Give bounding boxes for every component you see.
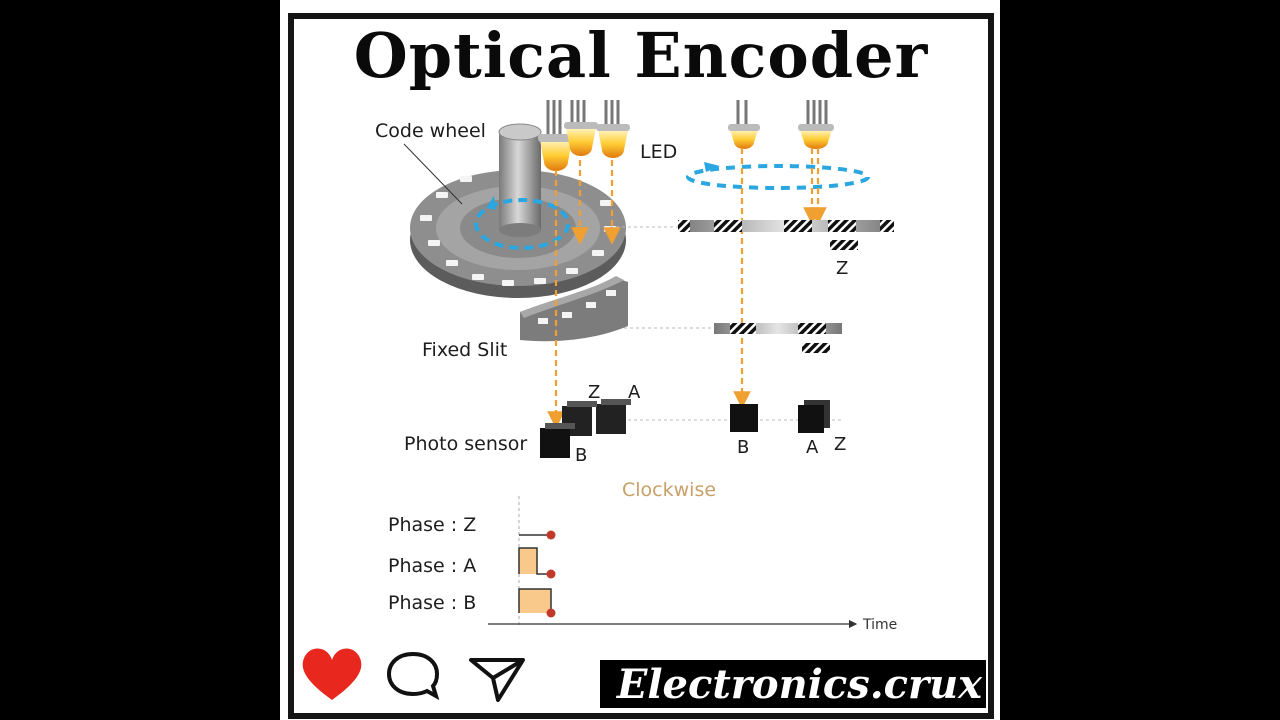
photo-sensors-right (730, 400, 830, 433)
image-frame (288, 13, 994, 719)
code-strip (678, 220, 894, 250)
right-light-beams (733, 148, 827, 409)
code-wheel (403, 123, 626, 298)
led-label: LED (640, 141, 677, 163)
send-icon[interactable] (468, 654, 526, 704)
code-wheel-label: Code wheel (375, 120, 486, 142)
right-a-label: A (806, 437, 819, 458)
brand-banner: Electronics.crux (600, 660, 986, 708)
right-z-label: Z (834, 434, 846, 455)
guide-lines (610, 226, 842, 421)
heart-icon[interactable] (300, 646, 364, 702)
comment-icon[interactable] (386, 650, 440, 700)
sensor-a-label: A (628, 382, 641, 403)
time-axis-label: Time (862, 617, 897, 633)
timing-diagram (488, 496, 858, 629)
page-title: Optical Encoder (353, 19, 929, 92)
rotation-arrow-right (686, 162, 870, 190)
sensor-b-label: B (575, 445, 587, 466)
led-group-right (728, 100, 834, 149)
fixed-slit-label: Fixed Slit (422, 339, 507, 361)
photo-sensor-label: Photo sensor (404, 433, 527, 455)
phase-a-label: Phase : A (388, 555, 476, 577)
sensor-z-label: Z (588, 382, 600, 403)
phase-b-label: Phase : B (388, 592, 476, 614)
clockwise-label: Clockwise (622, 479, 716, 501)
fixed-slit-plate (520, 276, 628, 342)
left-light-beams (547, 160, 621, 429)
right-b-label: B (737, 437, 749, 458)
led-group-left (538, 100, 630, 171)
strip-z-label: Z (836, 258, 848, 279)
phase-z-label: Phase : Z (388, 514, 476, 536)
slit-strip (714, 323, 842, 353)
photo-sensors-left (540, 399, 631, 458)
